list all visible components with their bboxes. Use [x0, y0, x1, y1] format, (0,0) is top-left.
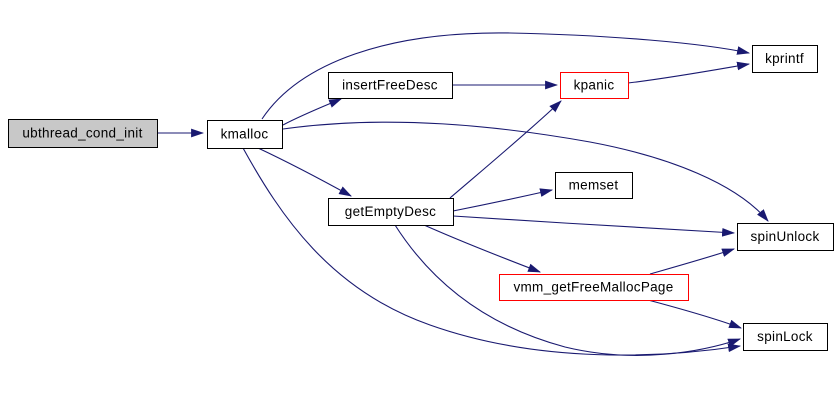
node-label-spinUnlock: spinUnlock [750, 229, 819, 244]
node-ubthread_cond_init[interactable]: ubthread_cond_init [8, 119, 158, 148]
edge-getEmptyDesc-to-spinLock [394, 224, 742, 356]
node-label-kpanic: kpanic [574, 78, 615, 93]
edge-kmalloc-to-spinUnlock [282, 121, 769, 222]
node-box-spinLock[interactable] [743, 323, 828, 351]
node-box-kmalloc[interactable] [207, 120, 283, 149]
node-kpanic[interactable]: kpanic [560, 72, 629, 99]
node-box-kprintf[interactable] [752, 45, 818, 73]
node-label-kprintf: kprintf [765, 51, 804, 66]
node-label-memset: memset [569, 178, 619, 193]
node-label-getEmptyDesc: getEmptyDesc [345, 204, 436, 219]
edge-kmalloc-to-getEmptyDesc [257, 147, 352, 197]
node-label-insertFreeDesc: insertFreeDesc [342, 78, 438, 93]
node-spinLock[interactable]: spinLock [743, 323, 828, 351]
node-box-memset[interactable] [555, 172, 633, 199]
edge-getEmptyDesc-to-spinUnlock [452, 215, 736, 237]
node-vmm_getFreeMallocPage[interactable]: vmm_getFreeMallocPage [499, 274, 689, 301]
node-box-ubthread_cond_init[interactable] [8, 119, 158, 148]
node-kprintf[interactable]: kprintf [752, 45, 818, 73]
node-box-insertFreeDesc[interactable] [328, 72, 453, 99]
node-kmalloc[interactable]: kmalloc [207, 120, 283, 149]
node-box-getEmptyDesc[interactable] [328, 198, 454, 226]
node-label-ubthread_cond_init: ubthread_cond_init [22, 126, 142, 141]
node-label-kmalloc: kmalloc [221, 127, 269, 142]
node-label-spinLock: spinLock [757, 329, 813, 344]
node-label-vmm_getFreeMallocPage: vmm_getFreeMallocPage [513, 280, 673, 295]
edge-vmm_getFreeMallocPage-to-spinLock [647, 299, 743, 329]
node-getEmptyDesc[interactable]: getEmptyDesc [328, 198, 454, 226]
node-box-spinUnlock[interactable] [737, 223, 834, 251]
edges-layer [157, 32, 769, 356]
edge-getEmptyDesc-to-kpanic [449, 100, 562, 199]
edge-kmalloc-to-insertFreeDesc [282, 98, 342, 126]
edge-getEmptyDesc-to-vmm_getFreeMallocPage [423, 224, 542, 273]
edge-kmalloc-to-kprintf [261, 32, 751, 120]
node-box-vmm_getFreeMallocPage[interactable] [499, 274, 689, 301]
edge-getEmptyDesc-to-memset [452, 188, 554, 212]
node-box-kpanic[interactable] [560, 72, 629, 99]
node-memset[interactable]: memset [555, 172, 633, 199]
edge-kpanic-to-kprintf [627, 61, 751, 84]
edge-kmalloc-to-spinLock [242, 147, 742, 356]
nodes-layer: ubthread_cond_init kmalloc insertFreeDesc k… [8, 45, 834, 351]
edge-vmm_getFreeMallocPage-to-spinUnlock [649, 248, 736, 275]
node-spinUnlock[interactable]: spinUnlock [737, 223, 834, 251]
node-insertFreeDesc[interactable]: insertFreeDesc [328, 72, 453, 99]
